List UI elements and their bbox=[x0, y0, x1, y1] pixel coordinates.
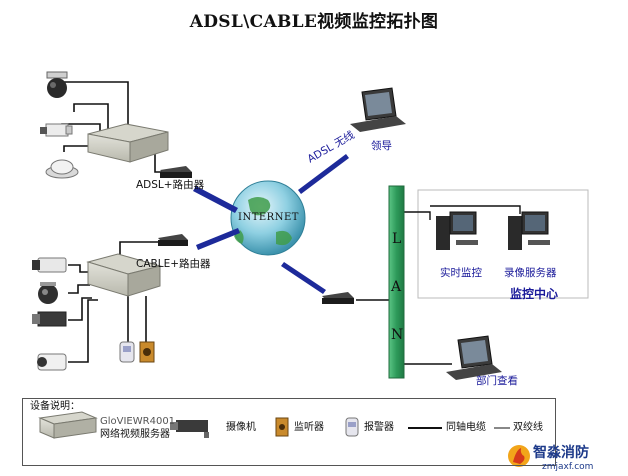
lan-connectors bbox=[356, 205, 521, 365]
device-legend bbox=[22, 398, 556, 466]
internet-label: INTERNET bbox=[238, 212, 299, 223]
lan-bus-bar bbox=[388, 185, 405, 379]
lan-router-icon bbox=[322, 292, 354, 304]
laptop-icon bbox=[446, 335, 502, 380]
alarm-icon bbox=[119, 341, 135, 363]
watermark-name: 智淼消防 bbox=[533, 445, 589, 461]
realtime-monitor-label: 实时监控 bbox=[440, 267, 482, 279]
legend-coax-label: 同轴电缆 bbox=[446, 422, 486, 433]
legend-server-label: 网络视频服务器 bbox=[100, 429, 170, 440]
watermark-logo-icon bbox=[508, 445, 530, 467]
internet-globe-icon bbox=[230, 180, 306, 256]
department-view-label: 部门查看 bbox=[476, 375, 518, 387]
recording-server-label: 录像服务器 bbox=[504, 267, 557, 279]
cable-router-icon bbox=[158, 234, 188, 246]
cable-link-arrow bbox=[196, 228, 240, 250]
box-camera-icon bbox=[40, 123, 73, 137]
coax-cables-top bbox=[57, 81, 162, 173]
link-arrows bbox=[193, 154, 349, 294]
adsl-router-icon bbox=[160, 166, 192, 178]
adsl-link-arrow bbox=[193, 186, 238, 213]
cable-router-label: CABLE+路由器 bbox=[136, 258, 211, 270]
ceiling-dome-icon bbox=[45, 159, 79, 179]
legend-alarm-icon bbox=[345, 417, 359, 437]
lan-letter-a: A bbox=[391, 279, 402, 295]
laptop-icon bbox=[350, 87, 406, 132]
watermark-url: zmjaxf.com bbox=[542, 462, 594, 472]
lan-link-arrow bbox=[281, 262, 326, 294]
leader-label: 领导 bbox=[371, 140, 392, 152]
lan-letter-l: L bbox=[392, 231, 402, 247]
video-server-bottom bbox=[86, 253, 162, 297]
legend-heading: 设备说明： bbox=[30, 401, 80, 412]
bullet-camera-icon bbox=[37, 353, 67, 371]
workstation-icon bbox=[508, 211, 550, 250]
legend-server-model: GloVIEWR4001 bbox=[100, 416, 176, 427]
dome-camera-icon bbox=[46, 71, 68, 98]
workstation-icon bbox=[436, 211, 478, 250]
legend-server-icon bbox=[38, 411, 98, 439]
ptz-camera-icon bbox=[38, 282, 58, 304]
adsl-router-label: ADSL+路由器 bbox=[136, 179, 205, 191]
legend-listener-label: 监听器 bbox=[294, 422, 324, 433]
legend-camera-label: 摄像机 bbox=[226, 422, 256, 433]
monitoring-center-box bbox=[417, 189, 589, 299]
wireless-link-arrow bbox=[298, 154, 349, 194]
box-camera-icon bbox=[32, 311, 67, 327]
monitoring-center-label: 监控中心 bbox=[510, 287, 559, 301]
page-title: ADSL\CABLE视频监控拓扑图 bbox=[189, 12, 439, 32]
lan-letter-n: N bbox=[391, 327, 404, 343]
legend-twisted-label: 双绞线 bbox=[513, 422, 543, 433]
listener-icon bbox=[139, 341, 155, 363]
legend-listener-icon bbox=[275, 417, 289, 437]
legend-alarm-label: 报警器 bbox=[364, 422, 394, 433]
video-server-top bbox=[87, 123, 169, 163]
bullet-camera-icon bbox=[32, 257, 67, 273]
legend-camera-icon bbox=[170, 420, 209, 438]
